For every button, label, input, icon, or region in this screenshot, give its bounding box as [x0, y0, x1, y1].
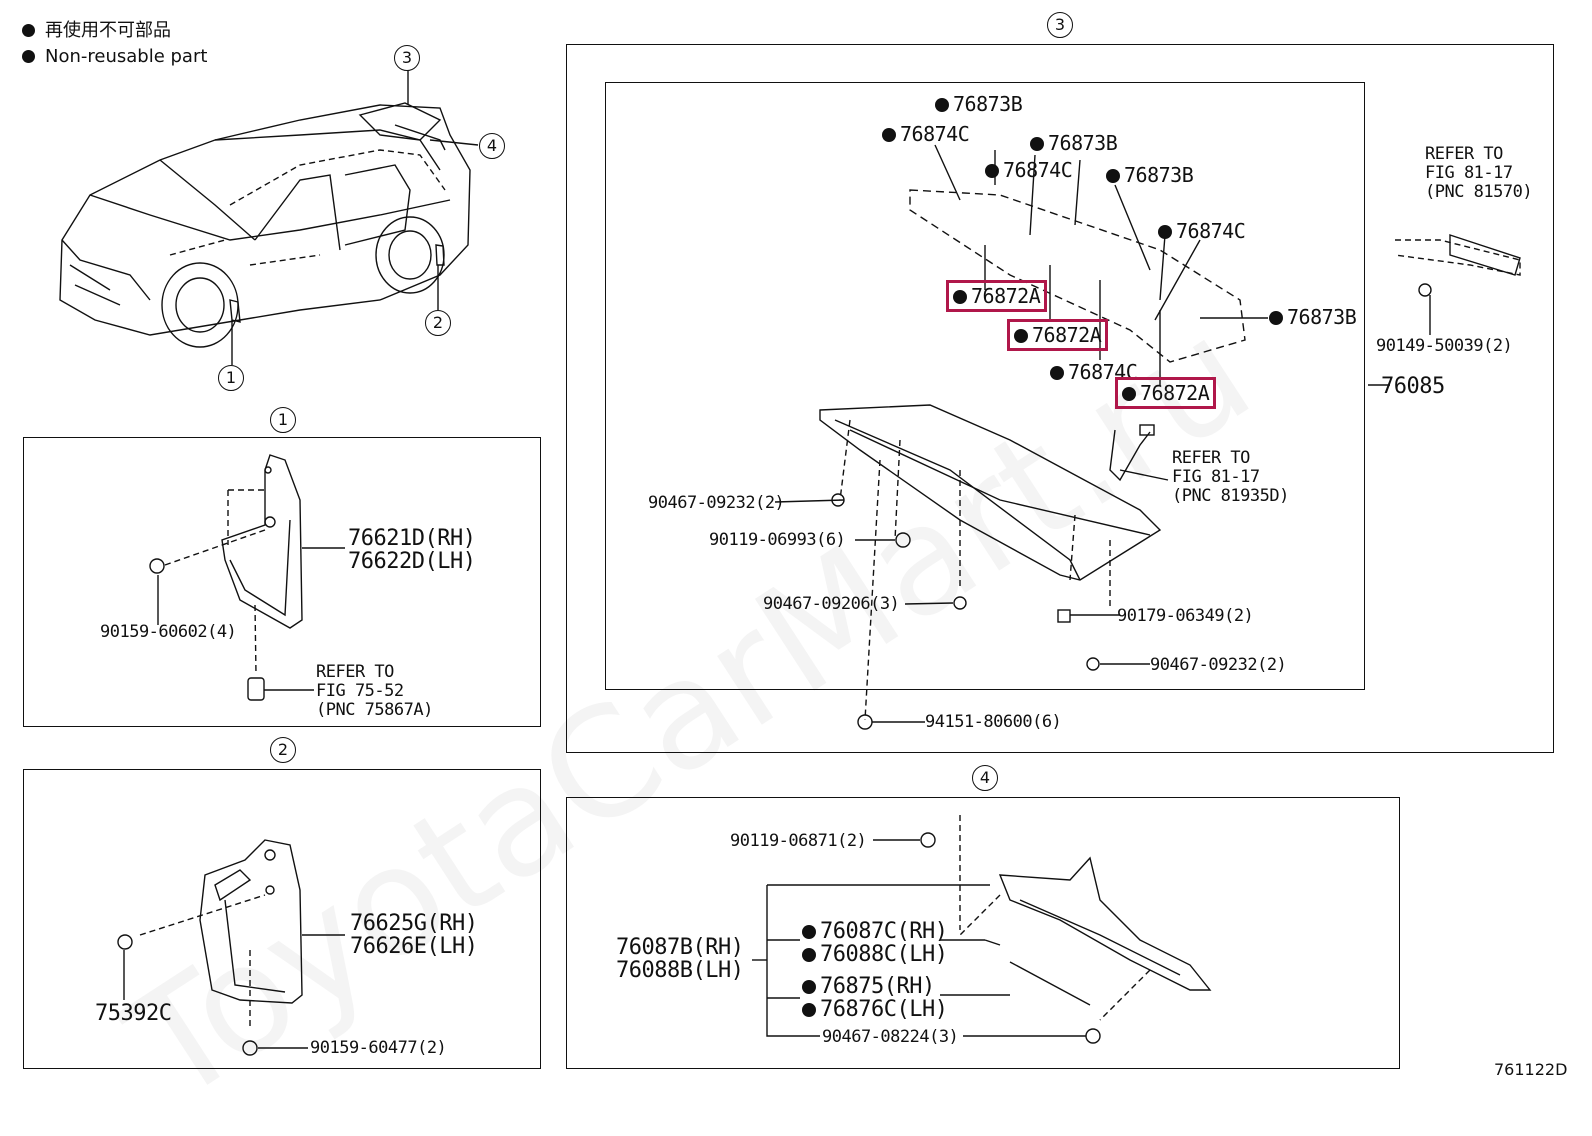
bullet-icon	[22, 50, 35, 63]
section-3-header: 3	[1047, 12, 1073, 38]
refer-note-fig-75-52[interactable]: REFER TO FIG 75-52 (PNC 75867A)	[316, 662, 433, 720]
part-label-76087c[interactable]: 76087C(RH) 76088C(LH)	[802, 920, 948, 966]
part-label-76085-spoiler[interactable]: 76085	[1381, 374, 1445, 399]
part-label-bolt-90159-60602[interactable]: 90159-60602(4)	[100, 622, 237, 642]
callout-3[interactable]: 3	[394, 45, 420, 71]
part-label-76873b[interactable]: 76873B	[1269, 305, 1357, 329]
section-3-inner-box	[605, 82, 1365, 690]
vehicle-illustration	[59, 70, 479, 365]
section-1-header: 1	[270, 407, 296, 433]
legend: 再使用不可部品 Non-reusable part	[22, 20, 207, 68]
part-label-76872a-highlighted[interactable]: 76872A	[1115, 377, 1217, 409]
garnish-drawing	[752, 815, 1212, 1044]
callout-2[interactable]: 2	[425, 310, 451, 336]
part-label-76872a-highlighted[interactable]: 76872A	[1007, 319, 1109, 351]
section-1-box	[23, 437, 541, 727]
part-label-76873b[interactable]: 76873B	[935, 92, 1023, 116]
part-label-75392c[interactable]: 75392C	[95, 1001, 172, 1026]
part-label-front-mudguard[interactable]: 76621D(RH) 76622D(LH)	[348, 526, 476, 574]
callout-1[interactable]: 1	[218, 365, 244, 391]
part-label-76874c[interactable]: 76874C	[1158, 219, 1246, 243]
section-2-box	[23, 769, 541, 1069]
callout-4[interactable]: 4	[479, 133, 505, 159]
section-4-box	[566, 797, 1400, 1069]
spoiler-drawing	[774, 144, 1521, 730]
bullet-icon	[22, 24, 35, 37]
part-label-76872a-highlighted[interactable]: 76872A	[946, 280, 1048, 312]
parts-diagram-lineart	[59, 70, 1521, 1056]
section-3-box	[566, 44, 1554, 753]
section-4-header: 4	[972, 765, 998, 791]
part-label-76873b[interactable]: 76873B	[1030, 131, 1118, 155]
refer-note-pnc-81935d[interactable]: REFER TO FIG 81-17 (PNC 81935D)	[1172, 448, 1289, 506]
refer-note-pnc-81570[interactable]: REFER TO FIG 81-17 (PNC 81570)	[1425, 144, 1533, 202]
part-label-90467-09206[interactable]: 90467-09206(3)	[763, 594, 900, 614]
rear-mudguard-drawing	[117, 839, 345, 1056]
part-label-90119-06993[interactable]: 90119-06993(6)	[709, 530, 846, 550]
part-label-rear-mudguard[interactable]: 76625G(RH) 76626E(LH)	[350, 911, 478, 959]
part-label-76874c[interactable]: 76874C	[882, 122, 970, 146]
part-label-90467-09232[interactable]: 90467-09232(2)	[648, 493, 785, 513]
part-label-90467-08224[interactable]: 90467-08224(3)	[822, 1027, 959, 1047]
part-label-90467-09232[interactable]: 90467-09232(2)	[1150, 655, 1287, 675]
front-mudguard-drawing	[149, 454, 345, 701]
part-label-90119-06871[interactable]: 90119-06871(2)	[730, 831, 867, 851]
part-label-90179-06349[interactable]: 90179-06349(2)	[1117, 606, 1254, 626]
figure-id: 761122D	[1494, 1060, 1568, 1079]
legend-row-japanese: 再使用不可部品	[22, 20, 207, 42]
part-label-76874c[interactable]: 76874C	[985, 158, 1073, 182]
legend-row-english: Non-reusable part	[22, 46, 207, 68]
part-label-bolt-90159-60477[interactable]: 90159-60477(2)	[310, 1038, 447, 1058]
part-label-90149-50039[interactable]: 90149-50039(2)	[1376, 336, 1513, 356]
section-2-header: 2	[270, 737, 296, 763]
part-label-94151-80600[interactable]: 94151-80600(6)	[925, 712, 1062, 732]
part-label-garnish-assembly[interactable]: 76087B(RH) 76088B(LH)	[616, 935, 744, 983]
part-label-76875[interactable]: 76875(RH) 76876C(LH)	[802, 975, 948, 1021]
part-label-76873b[interactable]: 76873B	[1106, 163, 1194, 187]
